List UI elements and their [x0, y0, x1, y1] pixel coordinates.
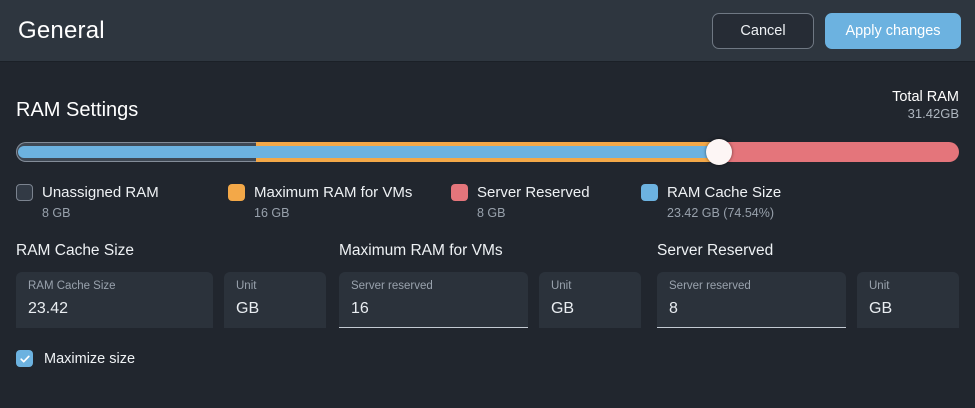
slider-handle[interactable] [705, 139, 732, 166]
legend-label-unassigned: Unassigned RAM [42, 184, 159, 202]
settings-body: RAM Settings Total RAM 31.42GB Unassigne… [0, 62, 975, 368]
maximize-size-checkbox-row[interactable]: Maximize size [16, 350, 136, 368]
legend-item-server-reserved: Server Reserved 8 GB [451, 184, 641, 220]
ram-field-columns: RAM Cache Size RAM Cache Size 23.42 Unit… [16, 242, 959, 329]
legend-value-cache: 23.42 GB (74.54%) [667, 206, 775, 221]
column-title-server-reserved: Server Reserved [657, 242, 774, 260]
server-reserved-input-label: Server reserved [669, 280, 751, 293]
column-ram-cache-size: RAM Cache Size RAM Cache Size 23.42 Unit… [16, 242, 339, 329]
ram-cache-size-unit-select[interactable]: Unit GB [224, 272, 326, 329]
server-reserved-input[interactable]: Server reserved 8 [657, 272, 846, 329]
legend-value-reserved: 8 GB [477, 206, 506, 221]
server-reserved-unit-label: Unit [869, 280, 890, 293]
ram-cache-size-input-value: 23.42 [28, 299, 69, 317]
maximize-size-label: Maximize size [44, 350, 136, 367]
column-title-ram-cache-size: RAM Cache Size [16, 242, 135, 260]
maximum-ram-for-vms-input[interactable]: Server reserved 16 [338, 272, 528, 329]
legend-swatch-icon-reserved [451, 184, 468, 202]
ram-settings-title: RAM Settings [16, 99, 139, 122]
maximum-ram-for-vms-input-label: Server reserved [350, 280, 433, 293]
ram-settings-header: RAM Settings Total RAM 31.42GB [16, 62, 959, 122]
ram-legend: Unassigned RAM 8 GB Maximum RAM for VMs … [16, 184, 959, 220]
maximum-ram-for-vms-input-value: 16 [350, 299, 369, 317]
server-reserved-input-value: 8 [669, 299, 678, 317]
legend-label-vms: Maximum RAM for VMs [254, 184, 413, 202]
slider-segment-server-reserved [718, 142, 959, 163]
maximum-ram-for-vms-unit-label: Unit [550, 280, 572, 293]
checkmark-icon[interactable] [16, 350, 33, 368]
apply-changes-button[interactable]: Apply changes [825, 12, 961, 49]
maximum-ram-for-vms-unit-select[interactable]: Unit GB [538, 272, 641, 329]
total-ram-value: 31.42GB [907, 106, 959, 122]
page-header: General Cancel Apply changes [0, 0, 975, 62]
ram-cache-size-input-label: RAM Cache Size [28, 280, 116, 293]
legend-label-cache: RAM Cache Size [667, 184, 782, 202]
page-title: General [18, 16, 105, 44]
ram-cache-size-unit-label: Unit [236, 280, 257, 293]
server-reserved-unit-value: GB [869, 299, 893, 317]
slider-cache-overlay [18, 146, 715, 159]
legend-swatch-icon-cache [641, 184, 658, 202]
ram-cache-size-unit-value: GB [236, 299, 260, 317]
column-maximum-ram-for-vms: Maximum RAM for VMs Server reserved 16 U… [338, 242, 657, 329]
maximum-ram-for-vms-unit-value: GB [550, 299, 575, 317]
legend-item-unassigned-ram: Unassigned RAM 8 GB [16, 184, 228, 220]
column-title-maximum-ram-for-vms: Maximum RAM for VMs [338, 242, 503, 260]
ram-allocation-slider[interactable] [16, 139, 959, 166]
server-reserved-unit-select[interactable]: Unit GB [857, 272, 959, 329]
total-ram-block: Total RAM 31.42GB [892, 88, 959, 122]
legend-swatch-icon-vms [228, 184, 245, 202]
header-actions: Cancel Apply changes [712, 12, 961, 49]
legend-value-unassigned: 8 GB [42, 206, 71, 221]
legend-item-maximum-ram-for-vms: Maximum RAM for VMs 16 GB [228, 184, 451, 220]
column-server-reserved: Server Reserved Server reserved 8 Unit G… [657, 242, 959, 329]
legend-label-reserved: Server Reserved [477, 184, 590, 202]
total-ram-label: Total RAM [892, 89, 959, 105]
ram-cache-size-input[interactable]: RAM Cache Size 23.42 [16, 272, 213, 329]
cancel-button[interactable]: Cancel [712, 12, 814, 49]
legend-value-vms: 16 GB [254, 206, 290, 221]
legend-item-ram-cache-size: RAM Cache Size 23.42 GB (74.54%) [641, 184, 781, 220]
legend-swatch-icon-unassigned [16, 184, 33, 202]
